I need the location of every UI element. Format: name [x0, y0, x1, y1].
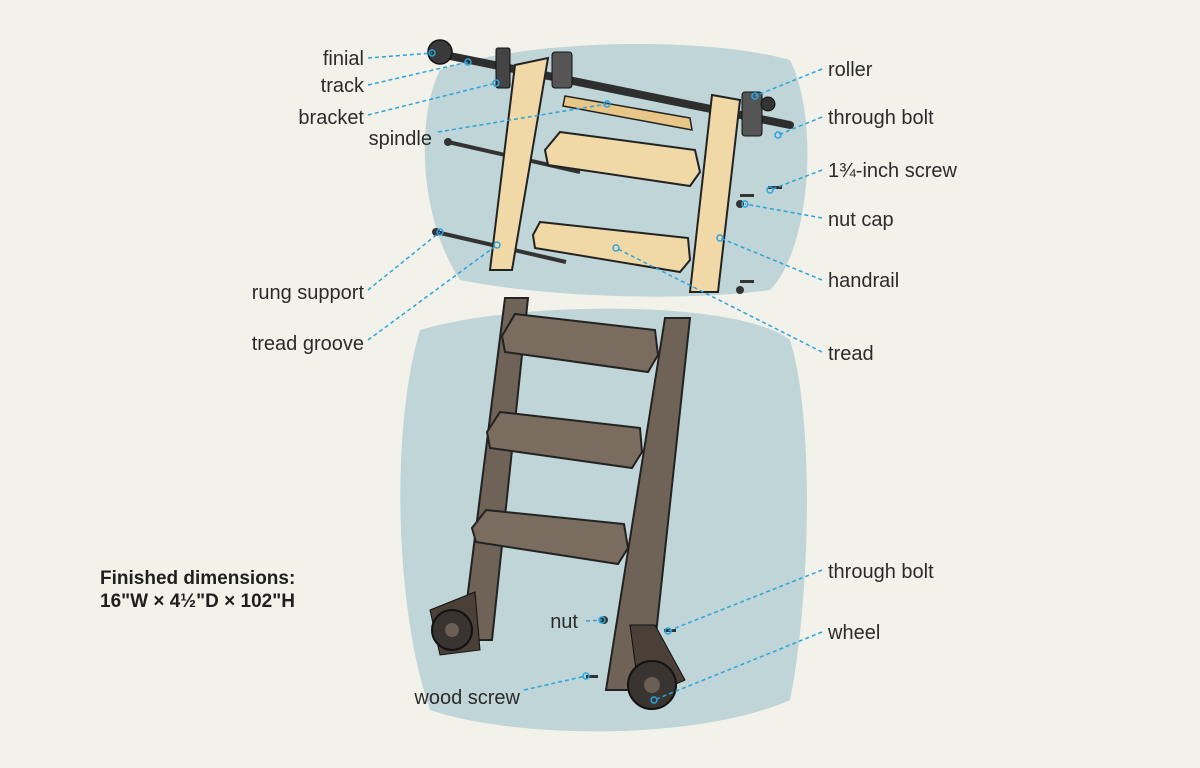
label-nut: nut	[550, 611, 578, 633]
dimensions-value: 16"W × 4½"D × 102"H	[100, 591, 295, 612]
label-spindle: spindle	[368, 128, 432, 150]
label-finial: finial	[322, 48, 364, 70]
label-tread: tread	[828, 343, 874, 365]
roller-left-icon	[551, 51, 573, 89]
bottom-tread-3	[470, 508, 630, 566]
finished-dimensions: Finished dimensions: 16"W × 4½"D × 102"H	[100, 567, 295, 613]
bottom-tread-1	[500, 312, 660, 374]
lower-tread	[531, 220, 692, 274]
roller-right-icon	[741, 91, 763, 137]
wheel-left-icon	[429, 591, 481, 656]
left-handrail	[488, 56, 550, 271]
label-wood-screw: wood screw	[414, 687, 520, 709]
label-nut-cap: nut cap	[828, 209, 894, 231]
finial-icon	[427, 39, 453, 65]
dimensions-title: Finished dimensions:	[100, 568, 296, 589]
label-handrail: handrail	[828, 270, 900, 292]
bottom-shadow-blob	[400, 308, 807, 732]
label-bracket: bracket	[298, 107, 364, 129]
ladder-bottom-section	[429, 297, 692, 710]
right-handrail	[688, 93, 742, 293]
label-through-bolt-top: through bolt	[828, 107, 934, 129]
label-track: track	[320, 75, 364, 97]
label-wheel: wheel	[828, 622, 881, 644]
spindle	[562, 95, 693, 131]
bracket-icon	[495, 47, 511, 89]
label-tread-groove: tread groove	[251, 333, 364, 355]
label-through-bolt-bottom: through bolt	[828, 561, 934, 583]
ladder-top-section	[432, 51, 782, 294]
wheel-right-icon	[627, 624, 686, 710]
bottom-tread-2	[485, 410, 644, 470]
leader-lines	[367, 52, 823, 701]
label-screw: 1¾-inch screw	[828, 160, 957, 182]
upper-tread	[543, 130, 702, 188]
label-roller: roller	[828, 59, 873, 81]
label-rung-support: rung support	[251, 282, 364, 304]
